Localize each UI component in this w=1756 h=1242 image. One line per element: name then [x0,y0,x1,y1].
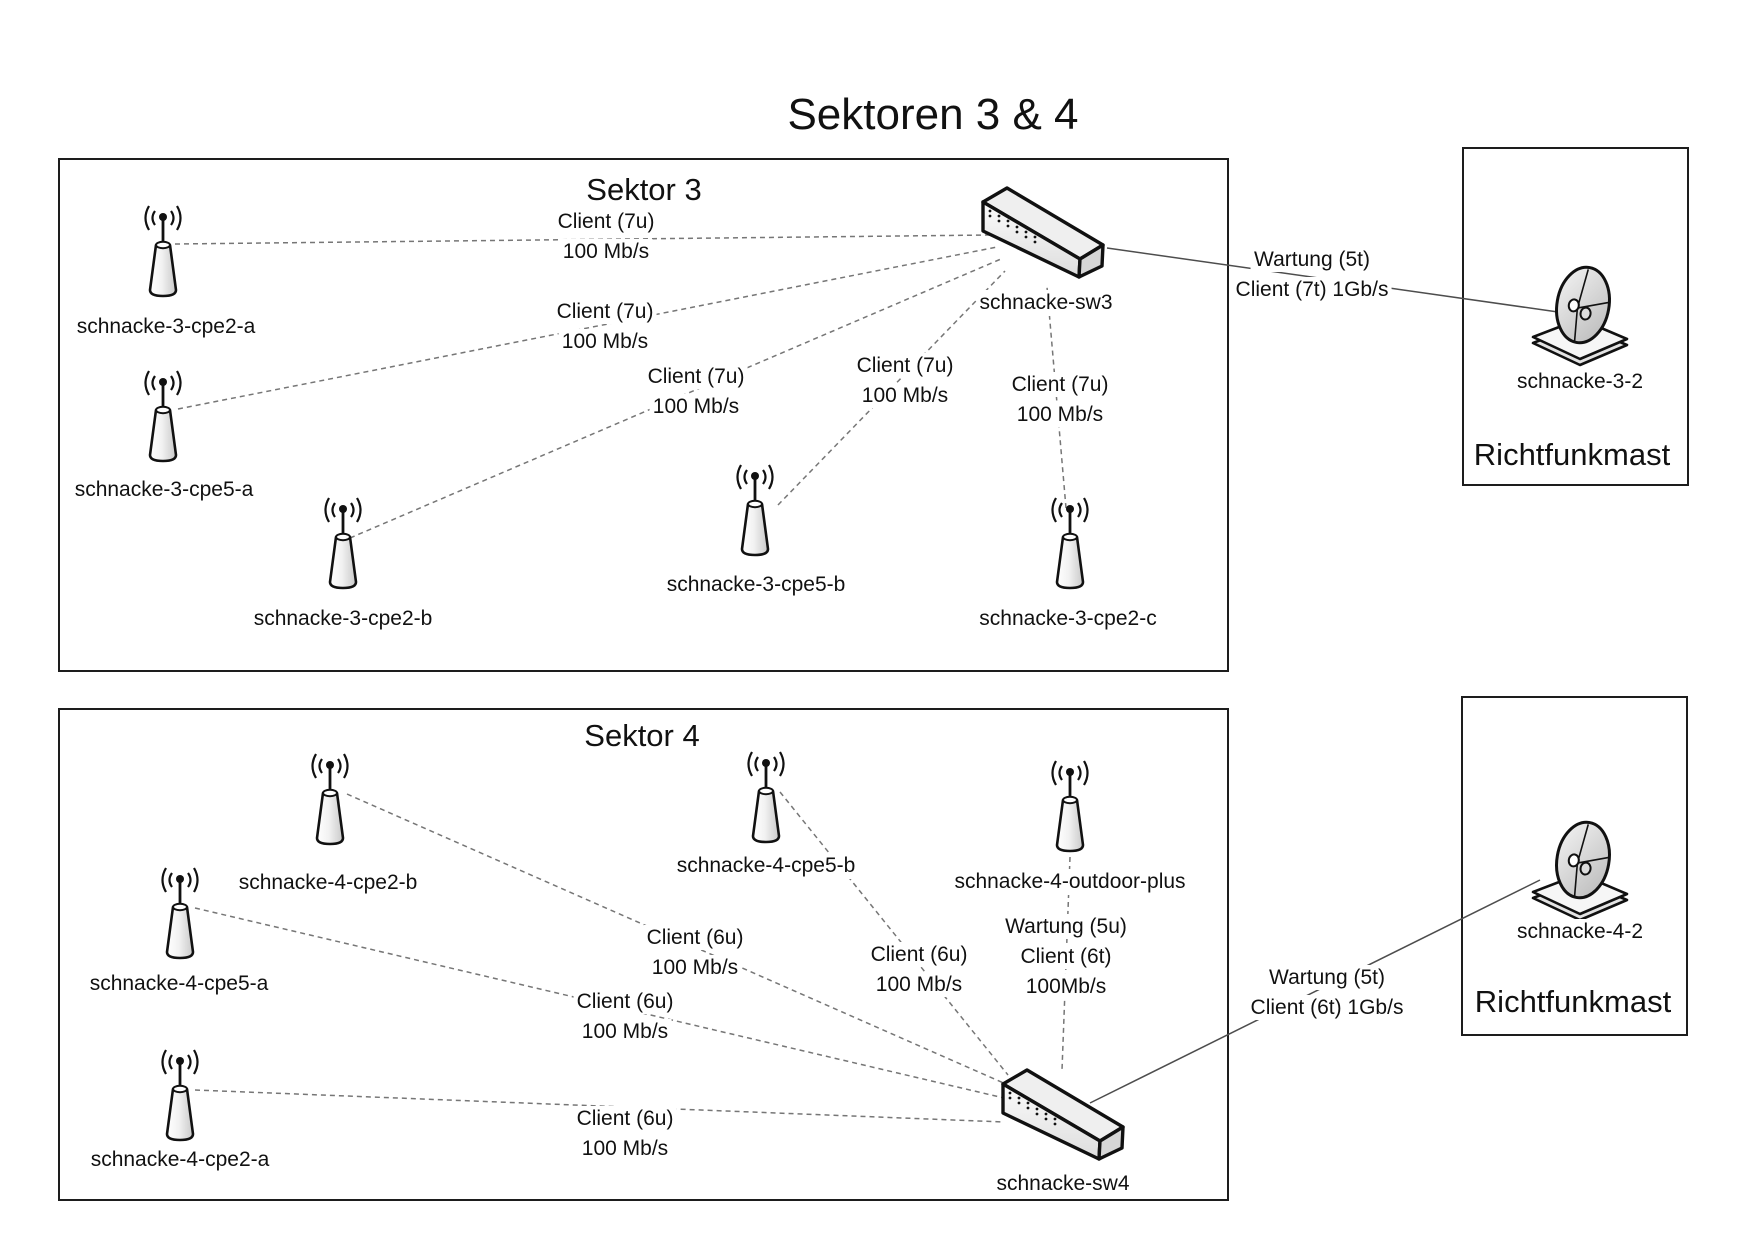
node-label-s3-cpe5a: schnacke-3-cpe5-a [71,477,257,503]
switch-icon-sw4 [1000,1068,1127,1165]
antenna-icon-s3-cpe5b [722,463,788,559]
node-label-mast4: schnacke-4-2 [1513,919,1647,945]
link-label-s3-1: Client (7u) 100 Mb/s [554,209,658,269]
uplink-line-sw4-mast [1089,879,1541,1104]
node-label-sw4: schnacke-sw4 [993,1171,1133,1197]
link-label-s4-3: Wartung (5u) Client (6t) 100Mb/s [1002,914,1130,1004]
link-line-s3-cpe5a [177,246,998,410]
node-label-sw3: schnacke-sw3 [976,290,1116,316]
node-label-s3-cpe2b: schnacke-3-cpe2-b [250,606,436,632]
link-line-s4-cpe5b [779,791,1009,1076]
mast4-heading: Richtfunkmast [1474,984,1672,1019]
antenna-icon-s3-cpe5a [130,369,196,465]
link-label-s4-1: Client (6u) 100 Mb/s [643,925,747,985]
link-label-s3-4: Client (7u) 100 Mb/s [853,353,957,413]
antenna-icon-s3-cpe2c [1037,496,1103,592]
link-label-s3-2: Client (7u) 100 Mb/s [553,299,657,359]
page-title: Sektoren 3 & 4 [787,90,1079,139]
node-label-mast3: schnacke-3-2 [1513,369,1647,395]
uplink-label-s3: Wartung (5t) Client (7t) 1Gb/s [1232,247,1392,307]
antenna-icon-s4-cpe2b [297,752,363,848]
dish-icon-mast4 [1525,810,1635,922]
sector3-heading: Sektor 3 [586,172,702,207]
sector3-box [58,158,1229,672]
antenna-icon-s4-cpe5b [733,750,799,846]
antenna-icon-s3-cpe2b [310,496,376,592]
node-label-s3-cpe5b: schnacke-3-cpe5-b [663,572,849,598]
antenna-icon-s3-cpe2a [130,204,196,300]
node-label-s4-cpe2a: schnacke-4-cpe2-a [87,1147,273,1173]
mast3-heading: Richtfunkmast [1473,437,1671,472]
uplink-label-s4: Wartung (5t) Client (6t) 1Gb/s [1247,965,1407,1025]
dish-icon-mast3 [1525,255,1635,367]
sector4-heading: Sektor 4 [584,718,700,753]
link-line-s3-cpe2c [1046,286,1067,509]
node-label-s3-cpe2c: schnacke-3-cpe2-c [976,606,1160,632]
link-label-s4-4: Client (6u) 100 Mb/s [573,989,677,1049]
node-label-s4-cpe5a: schnacke-4-cpe5-a [86,971,272,997]
node-label-s4-outdoor: schnacke-4-outdoor-plus [951,869,1189,895]
node-label-s3-cpe2a: schnacke-3-cpe2-a [73,314,259,340]
switch-icon-sw3 [980,186,1107,283]
mast4-box [1461,696,1688,1036]
mast3-box [1462,147,1689,486]
link-label-s4-5: Client (6u) 100 Mb/s [573,1106,677,1166]
sector4-box [58,708,1229,1201]
link-label-s3-5: Client (7u) 100 Mb/s [1008,372,1112,432]
antenna-icon-s4-cpe2a [147,1048,213,1144]
node-label-s4-cpe5b: schnacke-4-cpe5-b [673,853,859,879]
link-label-s4-2: Client (6u) 100 Mb/s [867,942,971,1002]
link-label-s3-3: Client (7u) 100 Mb/s [644,364,748,424]
antenna-icon-s4-outdoor [1037,759,1103,855]
node-label-s4-cpe2b: schnacke-4-cpe2-b [235,870,421,896]
antenna-icon-s4-cpe5a [147,866,213,962]
